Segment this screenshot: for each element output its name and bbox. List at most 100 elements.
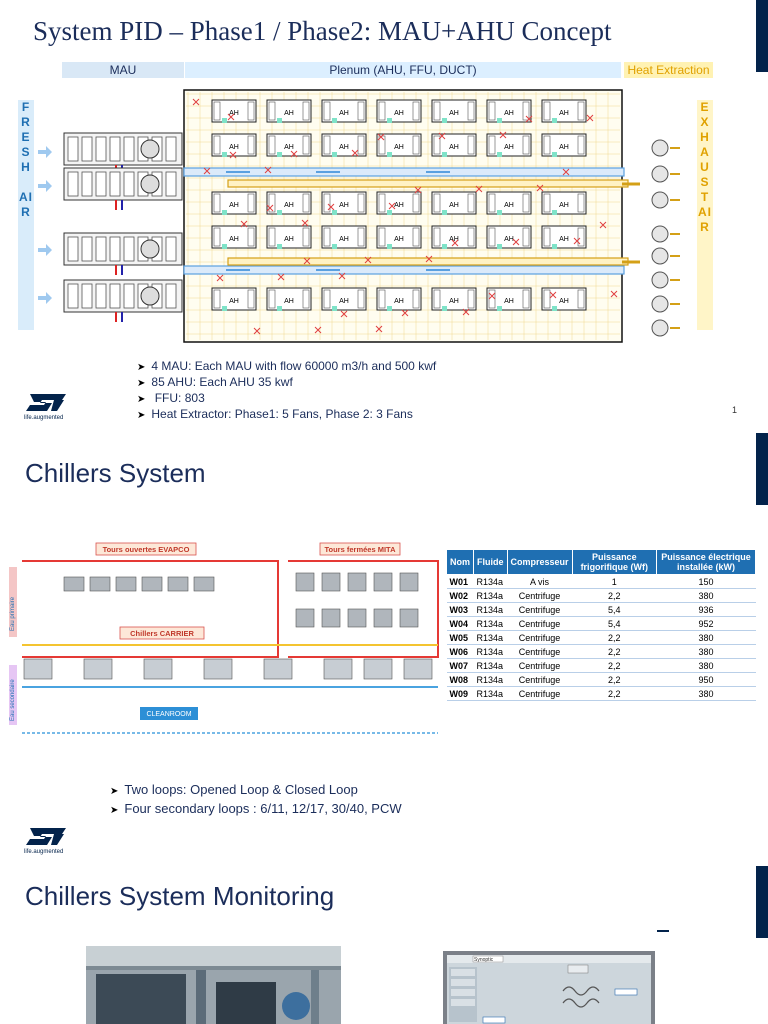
slide-accent-bar xyxy=(756,433,768,505)
table-cell: Centrifuge xyxy=(507,616,573,631)
ffu-marker xyxy=(562,168,570,176)
slide-accent-bar xyxy=(756,0,768,72)
ahu-unit: AH xyxy=(266,99,312,123)
ahu-label: AH xyxy=(339,202,349,209)
ffu-marker xyxy=(377,133,385,141)
exhaust-duct xyxy=(227,179,629,188)
ffu-marker xyxy=(327,203,335,211)
mau-unit xyxy=(63,167,183,210)
fresh-air-letter: R xyxy=(21,115,31,129)
ahu-unit: AH xyxy=(541,99,587,123)
bullet-item: Four secondary loops : 6/11, 12/17, 30/4… xyxy=(110,800,401,819)
fresh-air-letter: H xyxy=(21,160,31,174)
table-cell: 5,4 xyxy=(572,616,657,631)
slide-1-bullets: 4 MAU: Each MAU with flow 60000 m3/h and… xyxy=(137,359,436,423)
table-cell: R134a xyxy=(473,644,507,659)
ahu-unit: AH xyxy=(266,287,312,311)
exhaust-air-letter: R xyxy=(700,220,710,234)
fresh-air-letter: F xyxy=(21,100,31,114)
ahu-label: AH xyxy=(229,236,239,243)
ahu-label: AH xyxy=(559,202,569,209)
ffu-marker xyxy=(253,327,261,335)
bullet-text: 4 MAU: Each MAU with flow 60000 m3/h and… xyxy=(151,359,437,373)
ahu-unit: AH xyxy=(321,287,367,311)
closed-tower-icon xyxy=(295,572,315,592)
ahu-unit: AH xyxy=(431,287,477,311)
ahu-unit: AH xyxy=(321,99,367,123)
ffu-marker xyxy=(203,167,211,175)
ahu-label: AH xyxy=(229,110,239,117)
ffu-marker xyxy=(475,185,483,193)
bullet-text: Heat Extractor: Phase1: 5 Fans, Phase 2:… xyxy=(151,407,413,421)
table-cell: A vis xyxy=(507,574,573,589)
monitoring-screen-photo: Synoptic xyxy=(443,951,655,1024)
ahu-label: AH xyxy=(394,110,404,117)
ffu-marker xyxy=(351,149,359,157)
ahu-label: AH xyxy=(339,144,349,151)
st-logo: life.augmented xyxy=(24,826,68,855)
bullet-text: 85 AHU: Each AHU 35 kwf xyxy=(151,375,293,389)
table-cell: Centrifuge xyxy=(507,630,573,645)
table-cell: R134a xyxy=(473,630,507,645)
ahu-label: AH xyxy=(504,202,514,209)
plenum-header: Plenum (AHU, FFU, DUCT) xyxy=(185,62,621,78)
cleanroom-label: CLEANROOM xyxy=(146,711,191,718)
ahu-unit: AH xyxy=(321,191,367,215)
slide-3: Chillers System Monitoring Synoptic xyxy=(0,866,768,1024)
heat-extraction-header: Heat Extraction xyxy=(624,62,713,78)
st-logo-icon xyxy=(26,828,66,845)
carrier-label-box xyxy=(119,626,205,640)
screen-title: Synoptic xyxy=(474,957,494,963)
ahu-unit: AH xyxy=(541,225,587,249)
closed-tower-icon xyxy=(295,608,315,628)
secondary-band xyxy=(9,665,17,725)
exhaust-duct xyxy=(227,257,629,266)
table-cell: W05 xyxy=(446,630,474,645)
exhaust-fan-icon xyxy=(651,319,669,337)
ahu-unit: AH xyxy=(376,287,422,311)
ffu-marker xyxy=(192,98,200,106)
ffu-marker xyxy=(438,132,446,140)
pid-diagram: AH AH AH AH AH AH AH AH AH AH AH AH AH AH AH AH AH AH AH AH… xyxy=(38,89,680,343)
ffu-marker xyxy=(375,325,383,333)
ahu-unit: AH xyxy=(541,287,587,311)
fan-icon xyxy=(140,139,160,159)
mau-unit xyxy=(63,279,183,322)
table-cell: 2,2 xyxy=(572,644,657,659)
dash-mark xyxy=(657,930,669,932)
bullet-text: FFU: 803 xyxy=(151,391,205,405)
table-cell: W08 xyxy=(446,672,474,687)
table-cell: R134a xyxy=(473,574,507,589)
bullet-item: 4 MAU: Each MAU with flow 60000 m3/h and… xyxy=(137,359,436,375)
fresh-air-arrow xyxy=(38,146,52,158)
table-cell: 380 xyxy=(656,658,756,673)
ffu-marker xyxy=(462,308,470,316)
ahu-unit: AH xyxy=(431,99,477,123)
table-cell: 950 xyxy=(656,672,756,687)
ahu-unit: AH xyxy=(266,133,312,157)
ahu-unit: AH xyxy=(376,133,422,157)
cooling-tower-icon xyxy=(115,576,137,592)
exhaust-fan-icon xyxy=(651,139,669,157)
closed-tower-icon xyxy=(399,608,419,628)
ahu-label: AH xyxy=(229,298,239,305)
table-cell: R134a xyxy=(473,602,507,617)
fresh-air-letter: S xyxy=(21,145,31,159)
ffu-marker xyxy=(227,113,235,121)
chiller-icon xyxy=(363,658,393,680)
cooling-tower-icon xyxy=(193,576,215,592)
mau-header: MAU xyxy=(62,62,184,78)
mau-unit xyxy=(63,132,183,175)
slide-gap xyxy=(0,855,768,865)
ahu-label: AH xyxy=(284,298,294,305)
ahu-label: AH xyxy=(504,236,514,243)
ffu-marker xyxy=(401,309,409,317)
supply-duct xyxy=(183,167,625,177)
ffu-marker xyxy=(549,291,557,299)
exhaust-air-letter: T xyxy=(700,190,710,204)
ffu-marker xyxy=(264,166,272,174)
fresh-air-arrow xyxy=(38,292,52,304)
ahu-unit: AH xyxy=(486,133,532,157)
